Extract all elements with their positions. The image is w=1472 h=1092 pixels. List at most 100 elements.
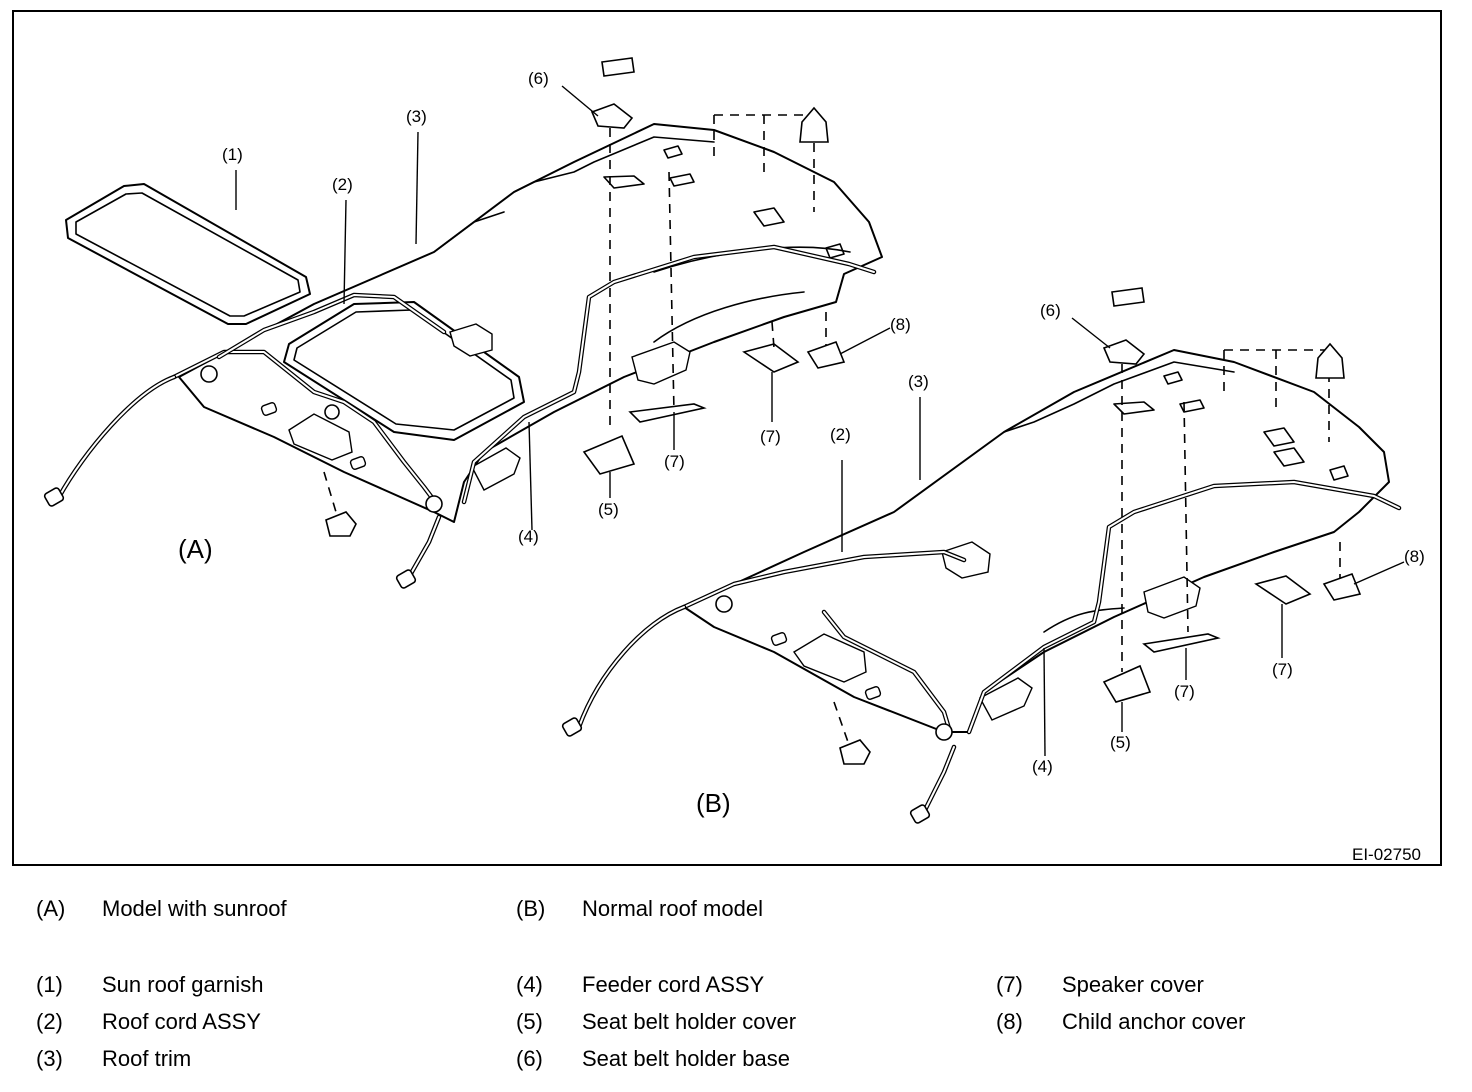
roof-trim-a-mark <box>753 207 785 227</box>
legend-code: (3) <box>36 1046 63 1071</box>
legend-code: (7) <box>996 972 1023 997</box>
callout-labels: (1) (2) (3) (4) (5) (6) (7) (7) (8) (A) … <box>178 69 1425 864</box>
roof-cord-b-connector <box>561 717 583 737</box>
roof-trim-b-mark <box>1273 447 1305 467</box>
seat-belt-holder-cover-a <box>582 434 636 475</box>
sunroof-opening-a-inner <box>293 309 515 431</box>
grab-handle-opening <box>449 323 493 357</box>
callout-5-label-a: (5) <box>598 500 619 519</box>
roof-trim-a-front-edge <box>513 136 715 193</box>
legend-description: Speaker cover <box>1062 972 1204 997</box>
sunroof-garnish-inner <box>75 192 301 317</box>
legend-code: (1) <box>36 972 63 997</box>
seat-belt-holder-cover-top-a <box>601 57 635 77</box>
legend-description: Seat belt holder base <box>582 1046 790 1071</box>
mount-hole <box>349 456 367 470</box>
sunroof-garnish <box>65 183 311 325</box>
mount-hole <box>864 686 882 700</box>
mount-hole <box>260 402 278 416</box>
seat-belt-holder-cover-b <box>1102 664 1152 703</box>
variant-b-label: (B) <box>696 788 731 818</box>
assembly-a-headliner <box>43 57 883 589</box>
legend-description: Seat belt holder cover <box>582 1009 797 1034</box>
roof-cord-a-connector <box>43 487 65 507</box>
legend-code: (5) <box>516 1009 543 1034</box>
seat-belt-holder-base-a <box>590 103 634 129</box>
callout-7-label-b-left: (7) <box>1174 682 1195 701</box>
callout-6-label-a: (6) <box>528 69 549 88</box>
legend-description: Sun roof garnish <box>102 972 264 997</box>
callout-4-label-b: (4) <box>1032 757 1053 776</box>
cord-clip <box>324 404 340 420</box>
assembly-b-headliner <box>561 287 1402 824</box>
child-anchor-cover-b <box>1322 572 1362 601</box>
legend-code: (A) <box>36 896 66 921</box>
headliner-exploded-view: (1) (2) (3) (4) (5) (6) (7) (7) (8) (A) … <box>43 57 1425 864</box>
exploded-diagram-frame: (1) (2) (3) (4) (5) (6) (7) (7) (8) (A) … <box>12 10 1442 866</box>
roof-trim-b-front-edge <box>1003 361 1235 433</box>
legend-description: Feeder cord ASSY <box>582 972 765 997</box>
seat-belt-holder-cover-top-b <box>1111 287 1145 307</box>
mount-hole <box>770 632 788 646</box>
figure-id: EI-02750 <box>1352 845 1421 864</box>
clip-b <box>839 739 871 765</box>
callout-leaders <box>235 85 1405 757</box>
legend-code: (4) <box>516 972 543 997</box>
legend-code: (2) <box>36 1009 63 1034</box>
callout-7-label-a-left: (7) <box>664 452 685 471</box>
roof-cord-a-lead <box>56 374 177 500</box>
roof-trim-b-contour <box>1043 607 1125 633</box>
speaker-cover-a-right <box>742 343 800 373</box>
callout-8-label-b: (8) <box>1404 547 1425 566</box>
speaker-opening <box>1143 576 1201 619</box>
map-lamp-opening <box>288 413 353 461</box>
seat-belt-holder-base-b <box>1102 339 1146 365</box>
variant-a-label: (A) <box>178 534 213 564</box>
callout-7-label-a-right: (7) <box>760 427 781 446</box>
roof-trim-b-slot <box>1113 401 1155 415</box>
callout-1-label-a: (1) <box>222 145 243 164</box>
roof-trim-a-slot <box>669 173 695 187</box>
rear-trim-opening <box>979 677 1033 721</box>
roof-trim-a-mark <box>663 145 683 159</box>
feeder-cord-a-connector <box>395 569 417 589</box>
clip-top-a <box>799 106 829 143</box>
legend-code: (8) <box>996 1009 1023 1034</box>
feeder-cord-b-connector <box>909 804 931 824</box>
roof-trim-b-mark <box>1263 427 1295 447</box>
roof-cord-b-lead <box>576 604 687 730</box>
callout-6-label-b: (6) <box>1040 301 1061 320</box>
clip-a <box>325 511 357 537</box>
legend-description: Roof cord ASSY <box>102 1009 261 1034</box>
roof-trim-b-mark <box>1163 371 1183 385</box>
callout-3-label-b: (3) <box>908 372 929 391</box>
roof-trim-b-mark <box>1329 465 1349 481</box>
callout-7-label-b-right: (7) <box>1272 660 1293 679</box>
speaker-opening <box>631 341 691 385</box>
speaker-cover-b-right <box>1254 575 1312 605</box>
roof-trim-b-panel <box>683 349 1390 733</box>
roof-trim-b-slot <box>1179 399 1205 413</box>
clip-top-b <box>1315 342 1345 379</box>
map-lamp-opening <box>792 633 867 683</box>
speaker-cover-b-left <box>1142 633 1221 653</box>
cord-clip <box>935 723 953 741</box>
callout-8-label-a: (8) <box>890 315 911 334</box>
cord-clip <box>425 495 443 513</box>
callout-2-label-a: (2) <box>332 175 353 194</box>
roof-trim-a-mark <box>825 243 845 259</box>
legend-description: Normal roof model <box>582 896 763 921</box>
callout-3-label-a: (3) <box>406 107 427 126</box>
legend-code: (B) <box>516 896 546 921</box>
cord-clip <box>200 365 218 383</box>
legend-description: Roof trim <box>102 1046 192 1071</box>
legend-code: (6) <box>516 1046 543 1071</box>
roof-trim-a-contour <box>653 291 805 343</box>
callout-2-label-b: (2) <box>830 425 851 444</box>
callout-4-label-a: (4) <box>518 527 539 546</box>
roof-trim-a-edge-detail <box>433 211 505 253</box>
cord-clip <box>715 595 733 613</box>
legend-description: Child anchor cover <box>1062 1009 1246 1034</box>
speaker-cover-a-left <box>628 403 707 423</box>
sunroof-opening-a <box>283 301 525 441</box>
